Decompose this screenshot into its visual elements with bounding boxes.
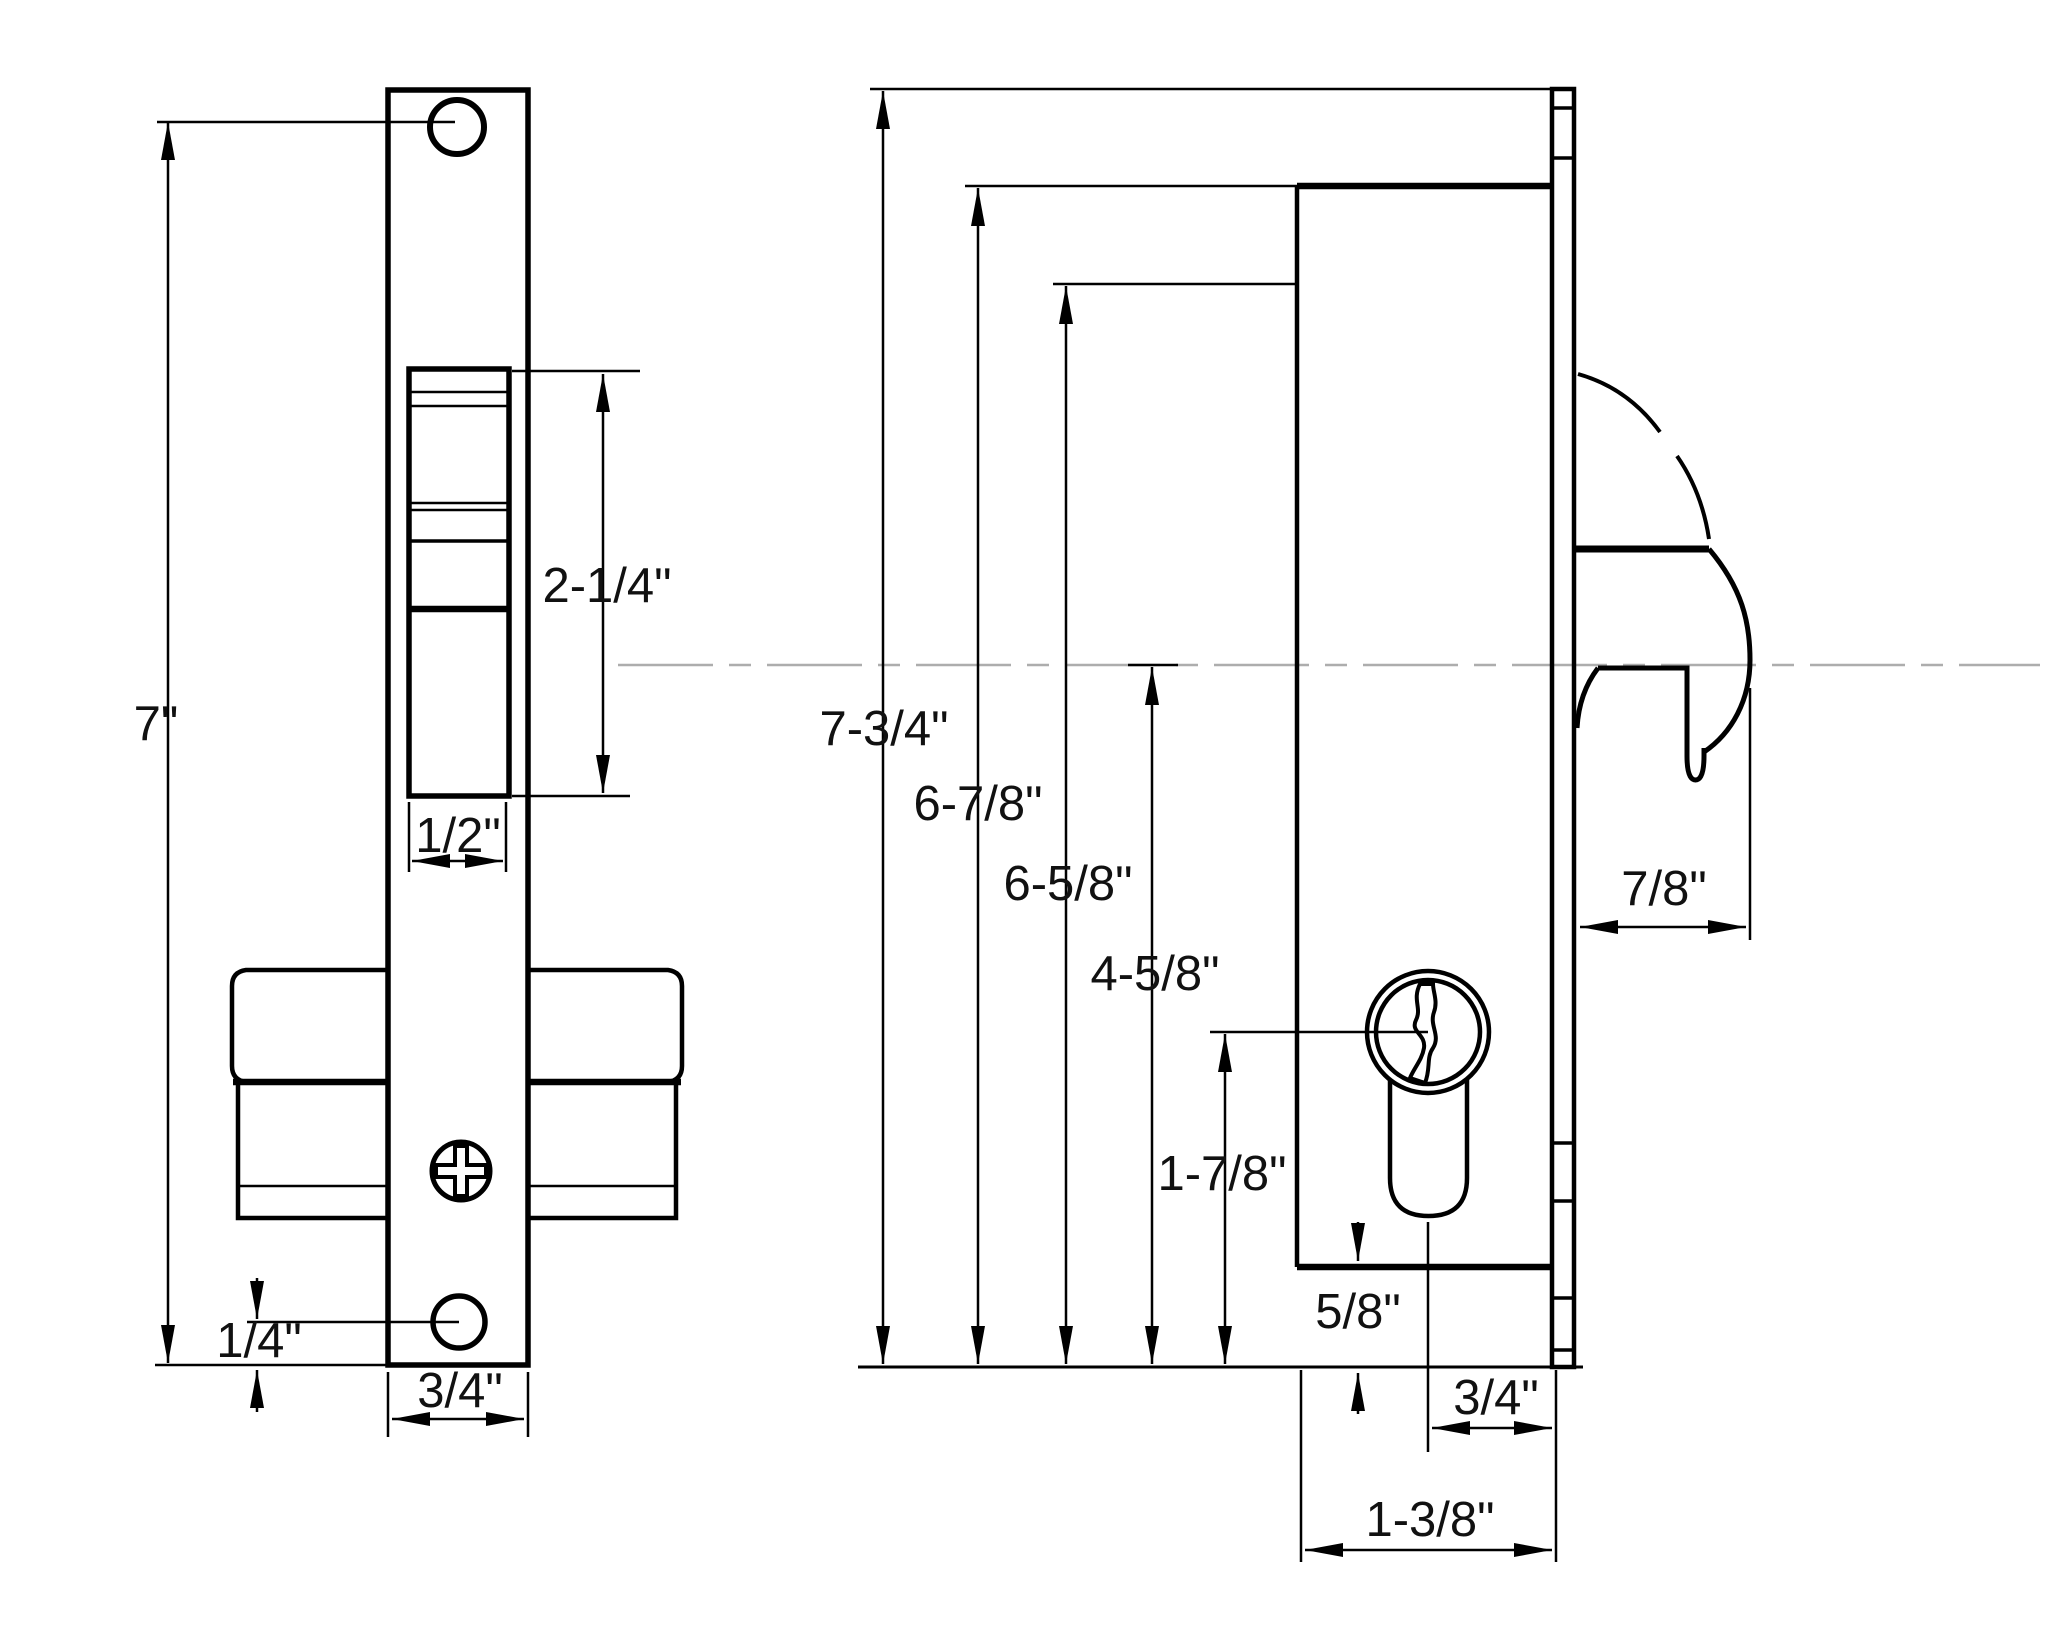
lock-case <box>1294 182 1552 1271</box>
dim-bolt-height-label: 2-1/4" <box>542 559 671 613</box>
euro-cylinder <box>1364 968 1492 1219</box>
faceplate-side <box>1549 86 1577 1370</box>
dim-case-height: 6-7/8" <box>913 184 1297 1364</box>
faceplate-front <box>385 87 531 1368</box>
dim-faceplate-width: 3/4" <box>386 1364 530 1437</box>
dim-bolt-width: 1/2" <box>407 802 508 872</box>
dim-total-height: 7" <box>134 120 455 1367</box>
dim-overall-height: 7-3/4" <box>819 87 1552 1364</box>
dim-total-height-label: 7" <box>134 697 179 751</box>
latch-bolt <box>406 366 512 799</box>
dim-hook-projection-label: 7/8" <box>1621 862 1707 916</box>
dim-bolt-height: 2-1/4" <box>512 369 672 798</box>
phillips-screw-icon <box>429 1139 493 1203</box>
dim-hook-projection: 7/8" <box>1580 688 1752 940</box>
key-slot-icon <box>1407 982 1438 1086</box>
dim-cylinder-center-offset: 3/4" <box>1426 1222 1558 1562</box>
dim-case-inner-height: 6-5/8" <box>1003 282 1297 1364</box>
dim-cylinder-center-height: 1-7/8" <box>1157 1030 1428 1364</box>
cylinder-left-section <box>229 967 388 1221</box>
dim-hook-centerline-height: 4-5/8" <box>1090 663 1220 1364</box>
dim-hook-centerline-height-label: 4-5/8" <box>1090 947 1219 1001</box>
front-view: 7" 2-1/4" 1/2" 1/4" 3/4" <box>134 87 685 1437</box>
screw-hole-top <box>427 97 487 157</box>
dim-bolt-width-label: 1/2" <box>415 809 501 863</box>
dim-cylinder-center-height-label: 1-7/8" <box>1157 1147 1286 1201</box>
cylinder-right-section <box>528 967 685 1221</box>
dim-case-depth: 1-3/8" <box>1299 1370 1552 1562</box>
dim-bottom-hole-offset-label: 1/4" <box>216 1314 302 1368</box>
dim-case-bottom-offset-label: 5/8" <box>1315 1285 1401 1339</box>
dim-case-depth-label: 1-3/8" <box>1365 1493 1494 1547</box>
dim-case-height-label: 6-7/8" <box>913 777 1042 831</box>
dim-case-inner-height-label: 6-5/8" <box>1003 857 1132 911</box>
hook-bolt <box>1574 372 1753 783</box>
dim-case-bottom-offset: 5/8" <box>1315 1222 1401 1414</box>
dim-bottom-hole-offset: 1/4" <box>216 1278 459 1412</box>
side-view: 7-3/4" 6-7/8" 6-5/8" 4-5/8" 1-7/8" <box>819 86 1753 1562</box>
dim-faceplate-width-label: 3/4" <box>417 1364 503 1418</box>
dim-cylinder-center-offset-label: 3/4" <box>1453 1371 1539 1425</box>
dim-overall-height-label: 7-3/4" <box>819 702 948 756</box>
